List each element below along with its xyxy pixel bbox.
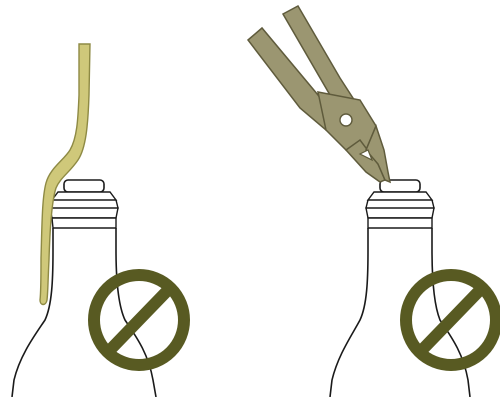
bottle-right-threads (366, 192, 434, 218)
pliers-icon (248, 6, 390, 182)
bottle-left-collar (52, 218, 116, 228)
bottle-left-body (12, 228, 156, 397)
left-panel (12, 44, 184, 397)
bottle-left-lip-top (64, 180, 104, 192)
bottle-right-lip-top (380, 180, 420, 192)
bottle-right-collar (368, 218, 432, 228)
foil-strip-icon (40, 44, 90, 305)
prohibition-slash-right (422, 290, 480, 350)
bottle-left-threads (50, 192, 118, 218)
pliers-pivot-hole (340, 114, 352, 126)
right-panel (248, 6, 496, 397)
bottle-right-body (330, 228, 470, 397)
prohibition-sign-right (406, 275, 496, 365)
prohibition-sign-left (94, 275, 184, 365)
